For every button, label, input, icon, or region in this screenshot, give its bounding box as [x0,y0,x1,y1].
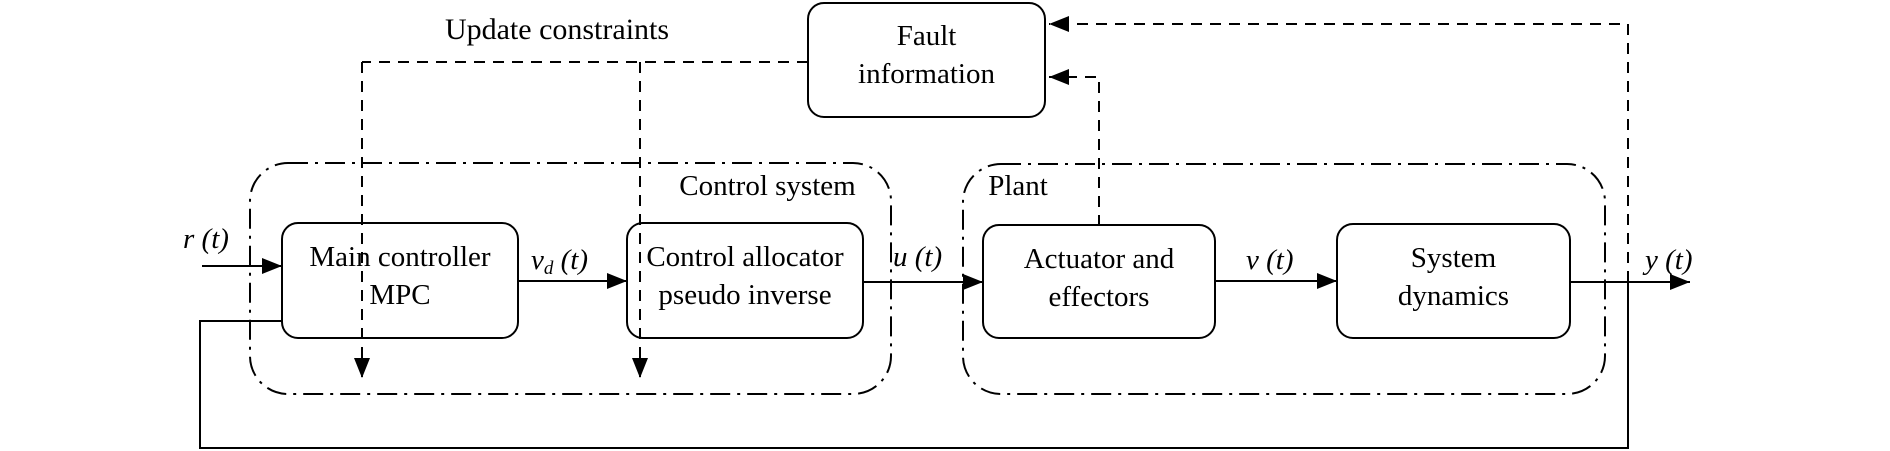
control-allocator-label-line2: pseudo inverse [658,279,832,311]
main-controller-label: Main controller MPC [282,238,518,314]
u-signal-label: u (t) [893,241,942,274]
control-system-label: Control system [679,170,856,202]
control-allocator-label: Control allocator pseudo inverse [627,238,863,314]
y-signal-base: y [1645,244,1658,276]
r-signal-suffix: (t) [194,223,229,255]
system-dynamics-label-line1: System [1410,242,1497,274]
v-signal-suffix: (t) [1258,244,1294,276]
vd-signal-base: v [531,244,544,276]
v-signal-label: v (t) [1246,244,1294,277]
fault-information-label-line2: information [858,58,995,90]
main-controller-label-line2: MPC [369,279,431,311]
u-signal-suffix: (t) [907,241,943,273]
vd-signal-suffix: (t) [553,244,588,276]
actuator-label: Actuator and effectors [983,240,1215,316]
actuator-label-line2: effectors [1048,281,1150,313]
vd-signal-label: vd (t) [531,244,588,280]
fault-information-label-line1: Fault [896,20,957,52]
feedback-line [199,282,1629,449]
fault-information-label: Fault information [808,17,1045,93]
v-signal-base: v [1246,244,1259,276]
y-signal-suffix: (t) [1657,244,1693,276]
r-signal-label: r (t) [183,223,229,256]
u-signal-base: u [893,241,908,273]
actuator-fault-dashed-line [1049,69,1100,226]
output-fault-dashed-line [1049,15,1629,282]
control-allocator-label-line1: Control allocator [646,241,844,273]
update-constraints-label: Update constraints [444,13,670,46]
fault-information-box [807,2,1046,118]
system-dynamics-label-line2: dynamics [1397,280,1510,312]
system-dynamics-label: System dynamics [1337,239,1570,315]
main-controller-label-line1: Main controller [309,241,491,273]
y-signal-label: y (t) [1645,244,1693,277]
actuator-label-line1: Actuator and [1023,243,1175,275]
control-system-container [249,162,892,395]
vd-signal-subscript: d [543,258,554,279]
r-signal-base: r [183,223,195,255]
plant-container [962,163,1606,395]
plant-label: Plant [988,170,1048,202]
